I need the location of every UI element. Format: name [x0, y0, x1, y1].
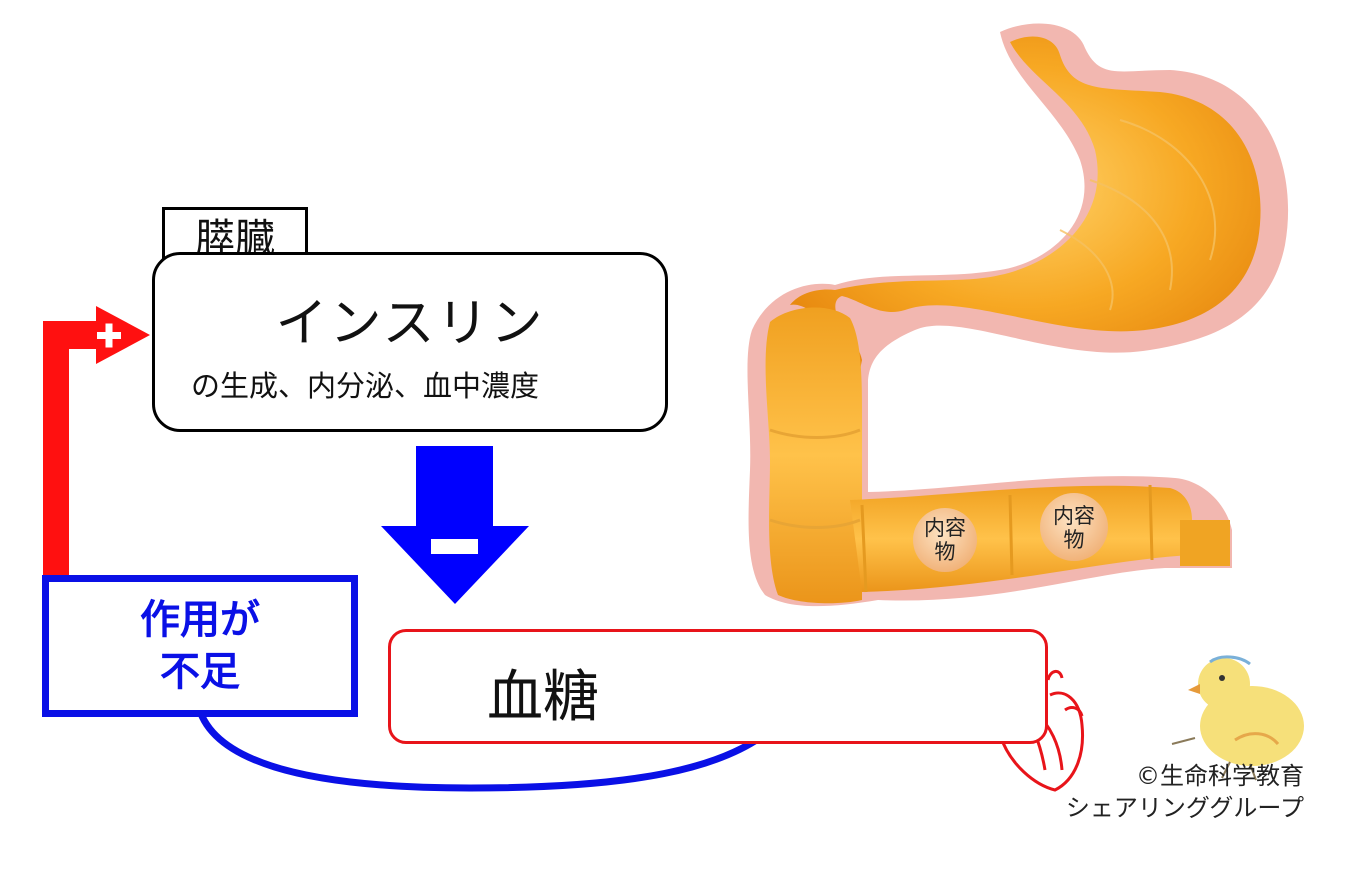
- negative-effect-arrow: [381, 446, 529, 604]
- credit-line-1: ©生命科学教育: [1136, 762, 1304, 790]
- effect-line-1: 作用が: [140, 597, 260, 643]
- minus-sign-icon: [431, 539, 478, 554]
- plus-sign-icon: [97, 323, 121, 348]
- insulin-title: インスリン: [275, 294, 545, 354]
- stomach-content-label: 内容 物: [918, 516, 972, 564]
- copyright-credit: ©生命科学教育 シェアリンググループ: [1000, 760, 1304, 824]
- content-line-2: 物: [1063, 528, 1085, 552]
- credit-line-2: シェアリンググループ: [1065, 794, 1304, 822]
- positive-feedback-arrow: [43, 306, 150, 578]
- stomach-content-label: 内容 物: [1046, 504, 1102, 552]
- content-line-2: 物: [934, 540, 956, 564]
- content-line-1: 内容: [924, 516, 966, 540]
- blood-glucose-box: 血糖: [388, 629, 1048, 744]
- content-line-1: 内容: [1053, 504, 1095, 528]
- effect-shortage-box: 作用が 不足: [42, 575, 358, 717]
- insulin-subtitle: の生成、内分泌、血中濃度: [191, 369, 540, 403]
- effect-line-2: 不足: [160, 649, 240, 695]
- blood-glucose-label: 血糖: [487, 665, 599, 730]
- insulin-box: インスリン の生成、内分泌、血中濃度: [152, 252, 668, 432]
- bolus-circle: [1040, 493, 1108, 561]
- stomach-illustration: [747, 23, 1289, 607]
- bolus-circle: [913, 508, 977, 572]
- connector-curve: [194, 703, 777, 792]
- chick-icon: [1171, 655, 1304, 781]
